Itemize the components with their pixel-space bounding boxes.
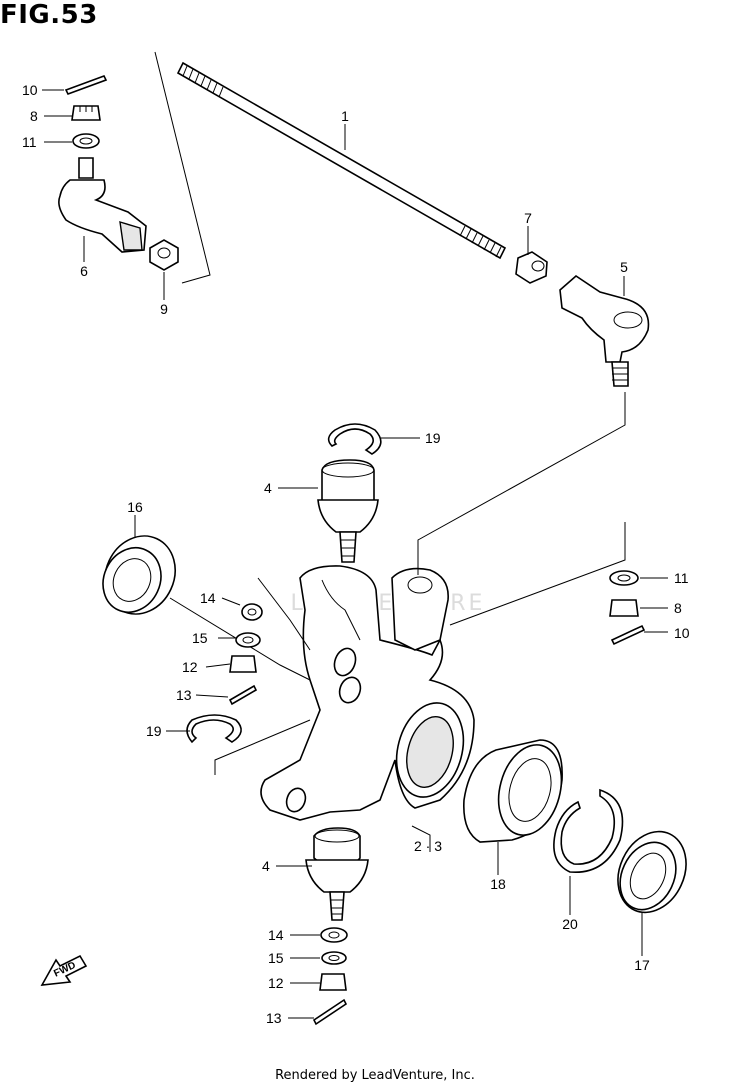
cotter-pin-10-top bbox=[64, 75, 108, 95]
washer-11-top bbox=[72, 133, 100, 149]
callout-8-right: 8 bbox=[674, 600, 682, 616]
washer-14-upper bbox=[241, 603, 263, 621]
callout-6: 6 bbox=[80, 263, 88, 279]
callout-14-lower: 14 bbox=[268, 927, 284, 943]
washer-14-lower bbox=[320, 927, 348, 943]
callout-7: 7 bbox=[524, 210, 532, 226]
circlip-19-top bbox=[327, 423, 382, 455]
callout-11-right: 11 bbox=[674, 570, 689, 586]
callout-13-lower: 13 bbox=[266, 1010, 282, 1026]
nut-9 bbox=[149, 239, 179, 271]
tie-rod-end-6 bbox=[58, 157, 147, 253]
castle-nut-8-right bbox=[609, 599, 639, 617]
callout-labels: 1 7 5 10 8 11 6 9 19 4 16 11 8 10 14 15 … bbox=[22, 82, 690, 1026]
cotter-pin-13-upper bbox=[228, 684, 258, 706]
cotter-pin-10-right bbox=[610, 624, 646, 646]
callout-1: 1 bbox=[341, 108, 349, 124]
callout-leaders bbox=[42, 89, 668, 1019]
callout-17: 17 bbox=[634, 957, 650, 973]
ball-joint-4-lower bbox=[305, 827, 369, 921]
castle-nut-8-top bbox=[71, 105, 101, 121]
callout-19-lower: 19 bbox=[146, 723, 162, 739]
washer-15-lower bbox=[321, 951, 347, 965]
castle-nut-12-lower bbox=[319, 973, 347, 991]
leader-triangle bbox=[154, 51, 211, 284]
seal-16 bbox=[102, 535, 176, 615]
callout-4-lower: 4 bbox=[262, 858, 270, 874]
steering-knuckle bbox=[260, 565, 475, 821]
callout-15-lower: 15 bbox=[268, 950, 284, 966]
callout-10-right: 10 bbox=[674, 625, 690, 641]
footer-credit: Rendered by LeadVenture, Inc. bbox=[275, 1068, 475, 1083]
callout-19-top: 19 bbox=[425, 430, 441, 446]
figure-title: FIG.53 bbox=[0, 0, 98, 30]
cotter-pin-13-lower bbox=[312, 998, 348, 1026]
washer-11-right bbox=[609, 570, 639, 586]
fwd-arrow-icon: FWD bbox=[40, 954, 88, 986]
callout-18: 18 bbox=[490, 876, 506, 892]
tie-rod-end-5 bbox=[559, 274, 650, 387]
callout-9: 9 bbox=[160, 301, 168, 317]
nut-7 bbox=[515, 251, 548, 284]
callout-14-upper: 14 bbox=[200, 590, 216, 606]
castle-nut-12-upper bbox=[229, 655, 257, 673]
callout-11-top: 11 bbox=[22, 134, 37, 150]
callout-2-3: 2 · 3 bbox=[414, 838, 442, 854]
seal-17 bbox=[617, 830, 687, 914]
snap-ring-20 bbox=[553, 788, 624, 873]
callout-12-upper: 12 bbox=[182, 659, 198, 675]
tie-rod bbox=[176, 61, 507, 260]
callout-12-lower: 12 bbox=[268, 975, 284, 991]
ball-joint-4-top bbox=[317, 459, 379, 563]
assembly-leaders bbox=[169, 392, 626, 852]
circlip-19-lower bbox=[186, 714, 242, 744]
washer-15-upper bbox=[235, 632, 261, 648]
callout-13-upper: 13 bbox=[176, 687, 192, 703]
callout-16: 16 bbox=[127, 499, 143, 515]
bearing-18 bbox=[463, 739, 563, 843]
callout-20: 20 bbox=[562, 916, 578, 932]
callout-8-top: 8 bbox=[30, 108, 38, 124]
callout-15-upper: 15 bbox=[192, 630, 208, 646]
callout-4-top: 4 bbox=[264, 480, 272, 496]
callout-5: 5 bbox=[620, 259, 628, 275]
callout-10-top: 10 bbox=[22, 82, 38, 98]
